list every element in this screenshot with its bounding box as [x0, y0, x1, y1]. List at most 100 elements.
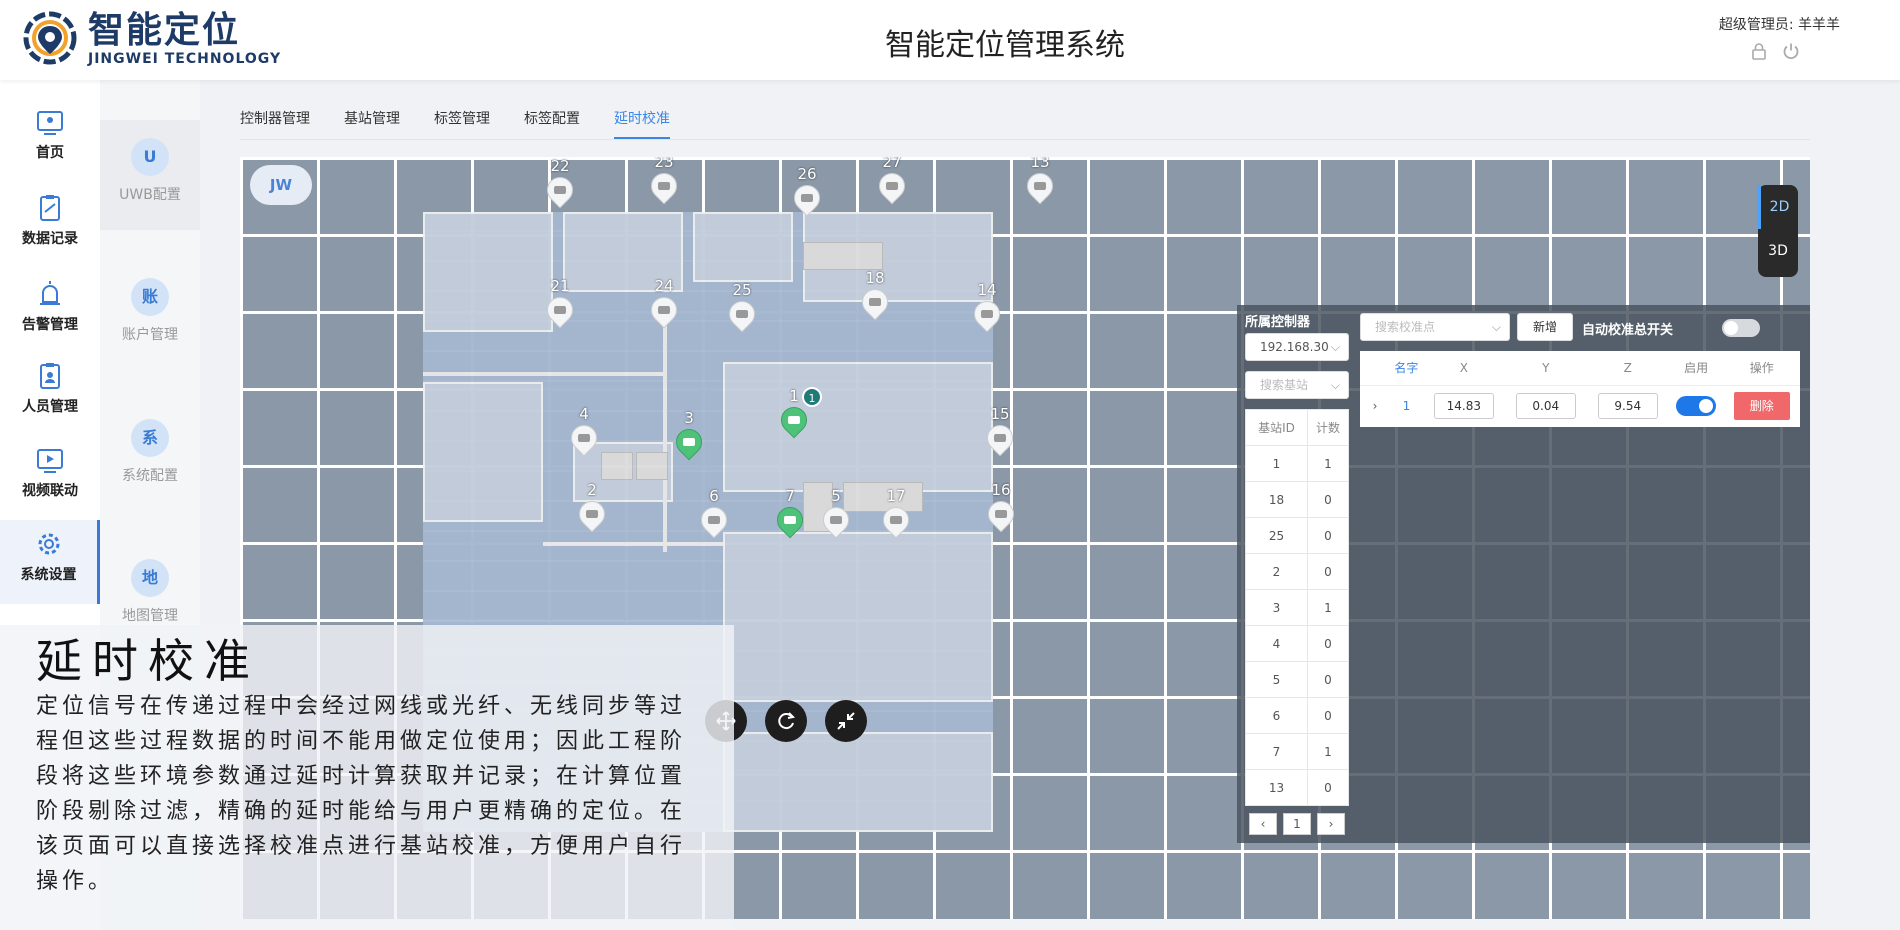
lock-icon[interactable] — [1750, 42, 1768, 60]
video-icon — [37, 449, 63, 473]
station-marker[interactable]: 3 — [669, 409, 709, 461]
power-icon[interactable] — [1782, 42, 1800, 60]
station-marker[interactable]: 7 — [770, 487, 810, 539]
tab-station[interactable]: 基站管理 — [344, 111, 400, 127]
add-calibration-button[interactable]: 新增 — [1517, 313, 1573, 341]
column-header: 计数 — [1306, 409, 1350, 446]
sub-item-account[interactable]: 账 账户管理 — [100, 260, 200, 370]
calibration-search-select[interactable]: 搜索校准点 ⌵ — [1360, 313, 1510, 341]
station-id-cell: 7 — [1245, 733, 1308, 770]
station-id: 26 — [797, 165, 817, 183]
station-search-select[interactable]: 搜索基站 ⌵ — [1245, 371, 1349, 399]
station-marker[interactable]: 22 — [540, 157, 580, 209]
auto-calibration-toggle[interactable] — [1722, 319, 1760, 337]
room — [803, 212, 993, 302]
station-id-cell: 6 — [1245, 697, 1308, 734]
delete-button[interactable]: 删除 — [1733, 392, 1790, 421]
tab-controller[interactable]: 控制器管理 — [240, 111, 310, 127]
station-id: 5 — [831, 487, 841, 505]
station-marker[interactable]: 6 — [694, 487, 734, 539]
station-id: 2 — [587, 481, 597, 499]
expand-row-icon[interactable]: › — [1360, 384, 1390, 427]
nav-item-people[interactable]: 人员管理 — [0, 352, 100, 436]
count-cell: 0 — [1306, 769, 1350, 806]
prev-page-button[interactable]: ‹ — [1249, 813, 1277, 835]
station-marker[interactable]: 4 — [564, 405, 604, 457]
z-input[interactable]: 9.54 — [1597, 393, 1658, 420]
jw-badge[interactable]: JW — [250, 165, 312, 205]
column-header: 名字 — [1394, 361, 1419, 376]
y-input[interactable]: 0.04 — [1515, 393, 1576, 420]
station-marker[interactable]: 1 — [774, 387, 814, 439]
sub-item-map[interactable]: 地 地图管理 — [100, 541, 200, 651]
station-marker[interactable]: 13 — [1020, 157, 1060, 205]
person-clipboard-icon — [40, 363, 60, 389]
station-id: 13 — [1030, 157, 1050, 171]
nav-item-alarm[interactable]: 告警管理 — [0, 270, 100, 354]
view-3d-button[interactable]: 3D — [1768, 243, 1788, 259]
station-id-cell: 13 — [1245, 769, 1308, 806]
rotate-tool-button[interactable] — [765, 700, 807, 742]
chevron-down-icon: ⌵ — [1491, 320, 1501, 334]
station-marker[interactable]: 27 — [872, 157, 912, 205]
nav-item-video[interactable]: 视频联动 — [0, 436, 100, 520]
controller-select[interactable]: 192.168.30 ⌵ — [1245, 333, 1349, 361]
desk — [636, 452, 668, 480]
station-marker[interactable]: 25 — [722, 281, 762, 333]
station-marker[interactable]: 17 — [876, 487, 916, 539]
controller-value: 192.168.30 — [1260, 340, 1329, 354]
station-marker[interactable]: 21 — [540, 277, 580, 329]
next-page-button[interactable]: › — [1317, 813, 1345, 835]
station-search-placeholder: 搜索基站 — [1260, 378, 1309, 392]
station-marker[interactable]: 14 — [967, 281, 1007, 333]
station-id: 1 — [789, 387, 799, 405]
user-name: 超级管理员: 羊羊羊 — [1718, 17, 1840, 33]
page-title: 智能定位管理系统 — [885, 28, 1125, 63]
station-marker[interactable]: 2 — [572, 481, 612, 533]
column-header: 操作 — [1749, 361, 1774, 376]
page-number[interactable]: 1 — [1283, 813, 1311, 835]
station-id-cell: 4 — [1245, 625, 1308, 662]
station-marker[interactable]: 18 — [855, 269, 895, 321]
view-2d-button[interactable]: 2D — [1758, 185, 1798, 229]
enable-toggle[interactable] — [1676, 396, 1717, 417]
tab-tag[interactable]: 标签管理 — [434, 111, 490, 127]
tab-tag-config[interactable]: 标签配置 — [524, 111, 580, 127]
station-id: 25 — [732, 281, 752, 299]
station-marker[interactable]: 24 — [644, 277, 684, 329]
station-marker[interactable]: 15 — [980, 405, 1020, 457]
count-cell: 0 — [1306, 697, 1350, 734]
station-marker[interactable]: 5 — [816, 487, 856, 539]
sub-item-uwb[interactable]: U UWB配置 — [100, 120, 200, 230]
room — [693, 212, 793, 282]
station-marker[interactable]: 16 — [981, 481, 1021, 533]
nav-item-home[interactable]: 首页 — [0, 98, 100, 182]
x-input[interactable]: 14.83 — [1433, 393, 1494, 420]
room — [423, 212, 553, 332]
logo-en: JINGWEI TECHNOLOGY — [88, 51, 282, 67]
table-row[interactable]: › 1 14.83 0.04 9.54 删除 — [1360, 384, 1800, 427]
shrink-tool-button[interactable] — [825, 700, 867, 742]
tag-marker[interactable]: 1 — [802, 387, 822, 407]
nav-item-settings[interactable]: 系统设置 — [0, 520, 100, 604]
nav-item-records[interactable]: 数据记录 — [0, 184, 100, 268]
station-marker[interactable]: 26 — [787, 165, 827, 217]
tab-delay-calibration[interactable]: 延时校准 — [614, 108, 670, 139]
pager: ‹ 1 › — [1249, 813, 1345, 835]
wall — [663, 312, 667, 552]
logo: 智能定位 JINGWEI TECHNOLOGY — [20, 8, 281, 70]
station-marker[interactable]: 23 — [644, 157, 684, 205]
sub-item-system[interactable]: 系 系统配置 — [100, 401, 200, 511]
